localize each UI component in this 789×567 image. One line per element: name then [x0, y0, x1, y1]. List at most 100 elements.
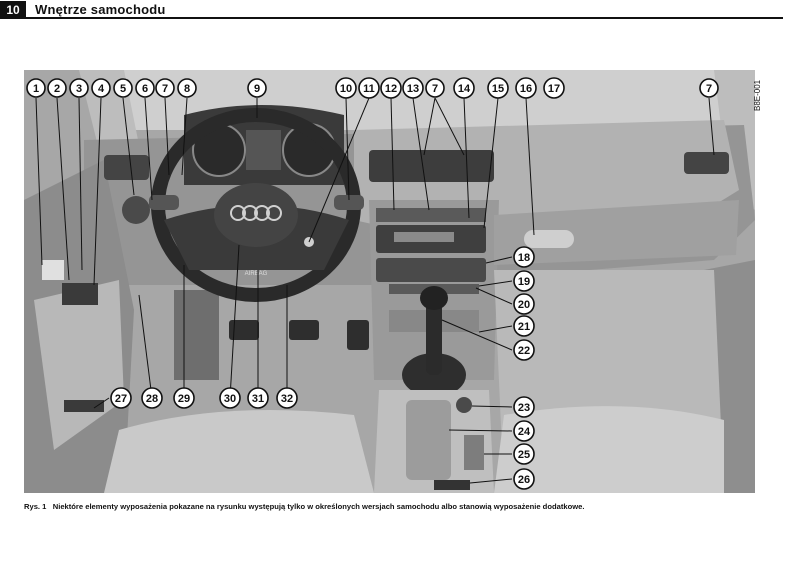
door-pull-switch	[64, 400, 104, 412]
figure-caption: Rys. 1 Niektóre elementy wyposażenia pok…	[24, 502, 764, 511]
accelerator-pedal	[347, 320, 369, 350]
interior-illustration: AIRBAG	[24, 70, 755, 493]
svg-text:12: 12	[385, 83, 397, 95]
callout-3: 3	[69, 78, 89, 98]
callout-2: 2	[47, 78, 67, 98]
callout-24: 24	[513, 420, 535, 442]
svg-text:1: 1	[33, 83, 39, 95]
svg-text:5: 5	[120, 83, 126, 95]
callout-15: 15	[487, 77, 509, 99]
svg-text:3: 3	[76, 83, 82, 95]
callout-29: 29	[173, 387, 195, 409]
callout-26: 26	[513, 468, 535, 490]
svg-text:28: 28	[146, 393, 158, 405]
glovebox	[494, 200, 739, 265]
svg-text:23: 23	[518, 402, 530, 414]
svg-text:17: 17	[548, 83, 560, 95]
hazard-button-row	[376, 208, 486, 222]
caption-text: Niektóre elementy wyposażenia pokazane n…	[52, 502, 585, 511]
lighter	[456, 397, 472, 413]
callout-1: 1	[26, 78, 46, 98]
callout-12: 12	[380, 77, 402, 99]
callout-7-center: 7	[425, 78, 445, 98]
svg-text:20: 20	[518, 299, 530, 311]
callout-30: 30	[219, 387, 241, 409]
svg-text:14: 14	[458, 83, 471, 95]
callout-19: 19	[513, 270, 535, 292]
svg-text:29: 29	[178, 393, 190, 405]
ashtray	[464, 435, 484, 470]
svg-text:27: 27	[115, 393, 127, 405]
callout-13: 13	[402, 77, 424, 99]
callout-7-right: 7	[699, 78, 719, 98]
svg-text:26: 26	[518, 474, 530, 486]
gear-lever	[426, 300, 442, 375]
climate-control	[376, 258, 486, 282]
svg-text:6: 6	[142, 83, 148, 95]
driver-seat	[104, 410, 374, 493]
svg-text:24: 24	[518, 426, 531, 438]
callout-10: 10	[335, 77, 357, 99]
footrest	[174, 290, 219, 380]
callout-31: 31	[247, 387, 269, 409]
callout-7: 7	[155, 78, 175, 98]
callout-32: 32	[276, 387, 298, 409]
passenger-seat	[494, 406, 724, 493]
callout-27: 27	[110, 387, 132, 409]
handbrake	[406, 400, 451, 480]
svg-text:30: 30	[224, 393, 236, 405]
cluster-display	[246, 130, 281, 170]
callout-20: 20	[513, 293, 535, 315]
image-code: B8E-001	[751, 73, 765, 113]
svg-text:21: 21	[518, 321, 530, 333]
svg-text:9: 9	[254, 83, 260, 95]
svg-text:13: 13	[407, 83, 419, 95]
svg-text:25: 25	[518, 449, 530, 461]
light-switch	[122, 196, 150, 224]
svg-text:2: 2	[54, 83, 60, 95]
gear-knob	[420, 286, 448, 310]
callout-4: 4	[91, 78, 111, 98]
svg-text:4: 4	[98, 83, 105, 95]
callout-5: 5	[113, 78, 133, 98]
page-title: Wnętrze samochodu	[35, 2, 166, 17]
svg-text:32: 32	[281, 393, 293, 405]
right-vent	[684, 152, 729, 174]
svg-text:22: 22	[518, 345, 530, 357]
svg-text:19: 19	[518, 276, 530, 288]
callout-6: 6	[135, 78, 155, 98]
airbag-label: AIRBAG	[245, 271, 268, 277]
svg-text:16: 16	[520, 83, 532, 95]
brake-pedal	[289, 320, 319, 340]
callout-18: 18	[513, 246, 535, 268]
left-vent	[104, 155, 149, 180]
svg-text:18: 18	[518, 252, 530, 264]
image-code-text: B8E-001	[753, 79, 762, 111]
clutch-pedal	[229, 320, 259, 340]
door-handle	[42, 260, 64, 280]
caption-label: Rys. 1	[24, 502, 47, 511]
svg-text:8: 8	[184, 83, 190, 95]
callout-17: 17	[543, 77, 565, 99]
svg-text:31: 31	[252, 393, 264, 405]
leader-lines	[35, 97, 715, 484]
callout-11: 11	[358, 77, 380, 99]
svg-text:15: 15	[492, 83, 504, 95]
window-switches	[62, 283, 98, 305]
callout-25: 25	[513, 443, 535, 465]
callout-9: 9	[247, 78, 267, 98]
svg-text:10: 10	[340, 83, 352, 95]
callout-21: 21	[513, 315, 535, 337]
callout-14: 14	[453, 77, 475, 99]
callout-28: 28	[141, 387, 163, 409]
radio-display	[394, 232, 454, 242]
callout-22: 22	[513, 339, 535, 361]
page-number: 10	[0, 1, 26, 19]
callout-23: 23	[513, 396, 535, 418]
page-header: 10 Wnętrze samochodu	[0, 0, 789, 22]
audi-logo	[230, 205, 282, 221]
svg-text:7: 7	[162, 83, 168, 95]
svg-text:11: 11	[363, 83, 375, 95]
glovebox-handle	[524, 230, 574, 248]
rear-switches	[434, 480, 470, 490]
